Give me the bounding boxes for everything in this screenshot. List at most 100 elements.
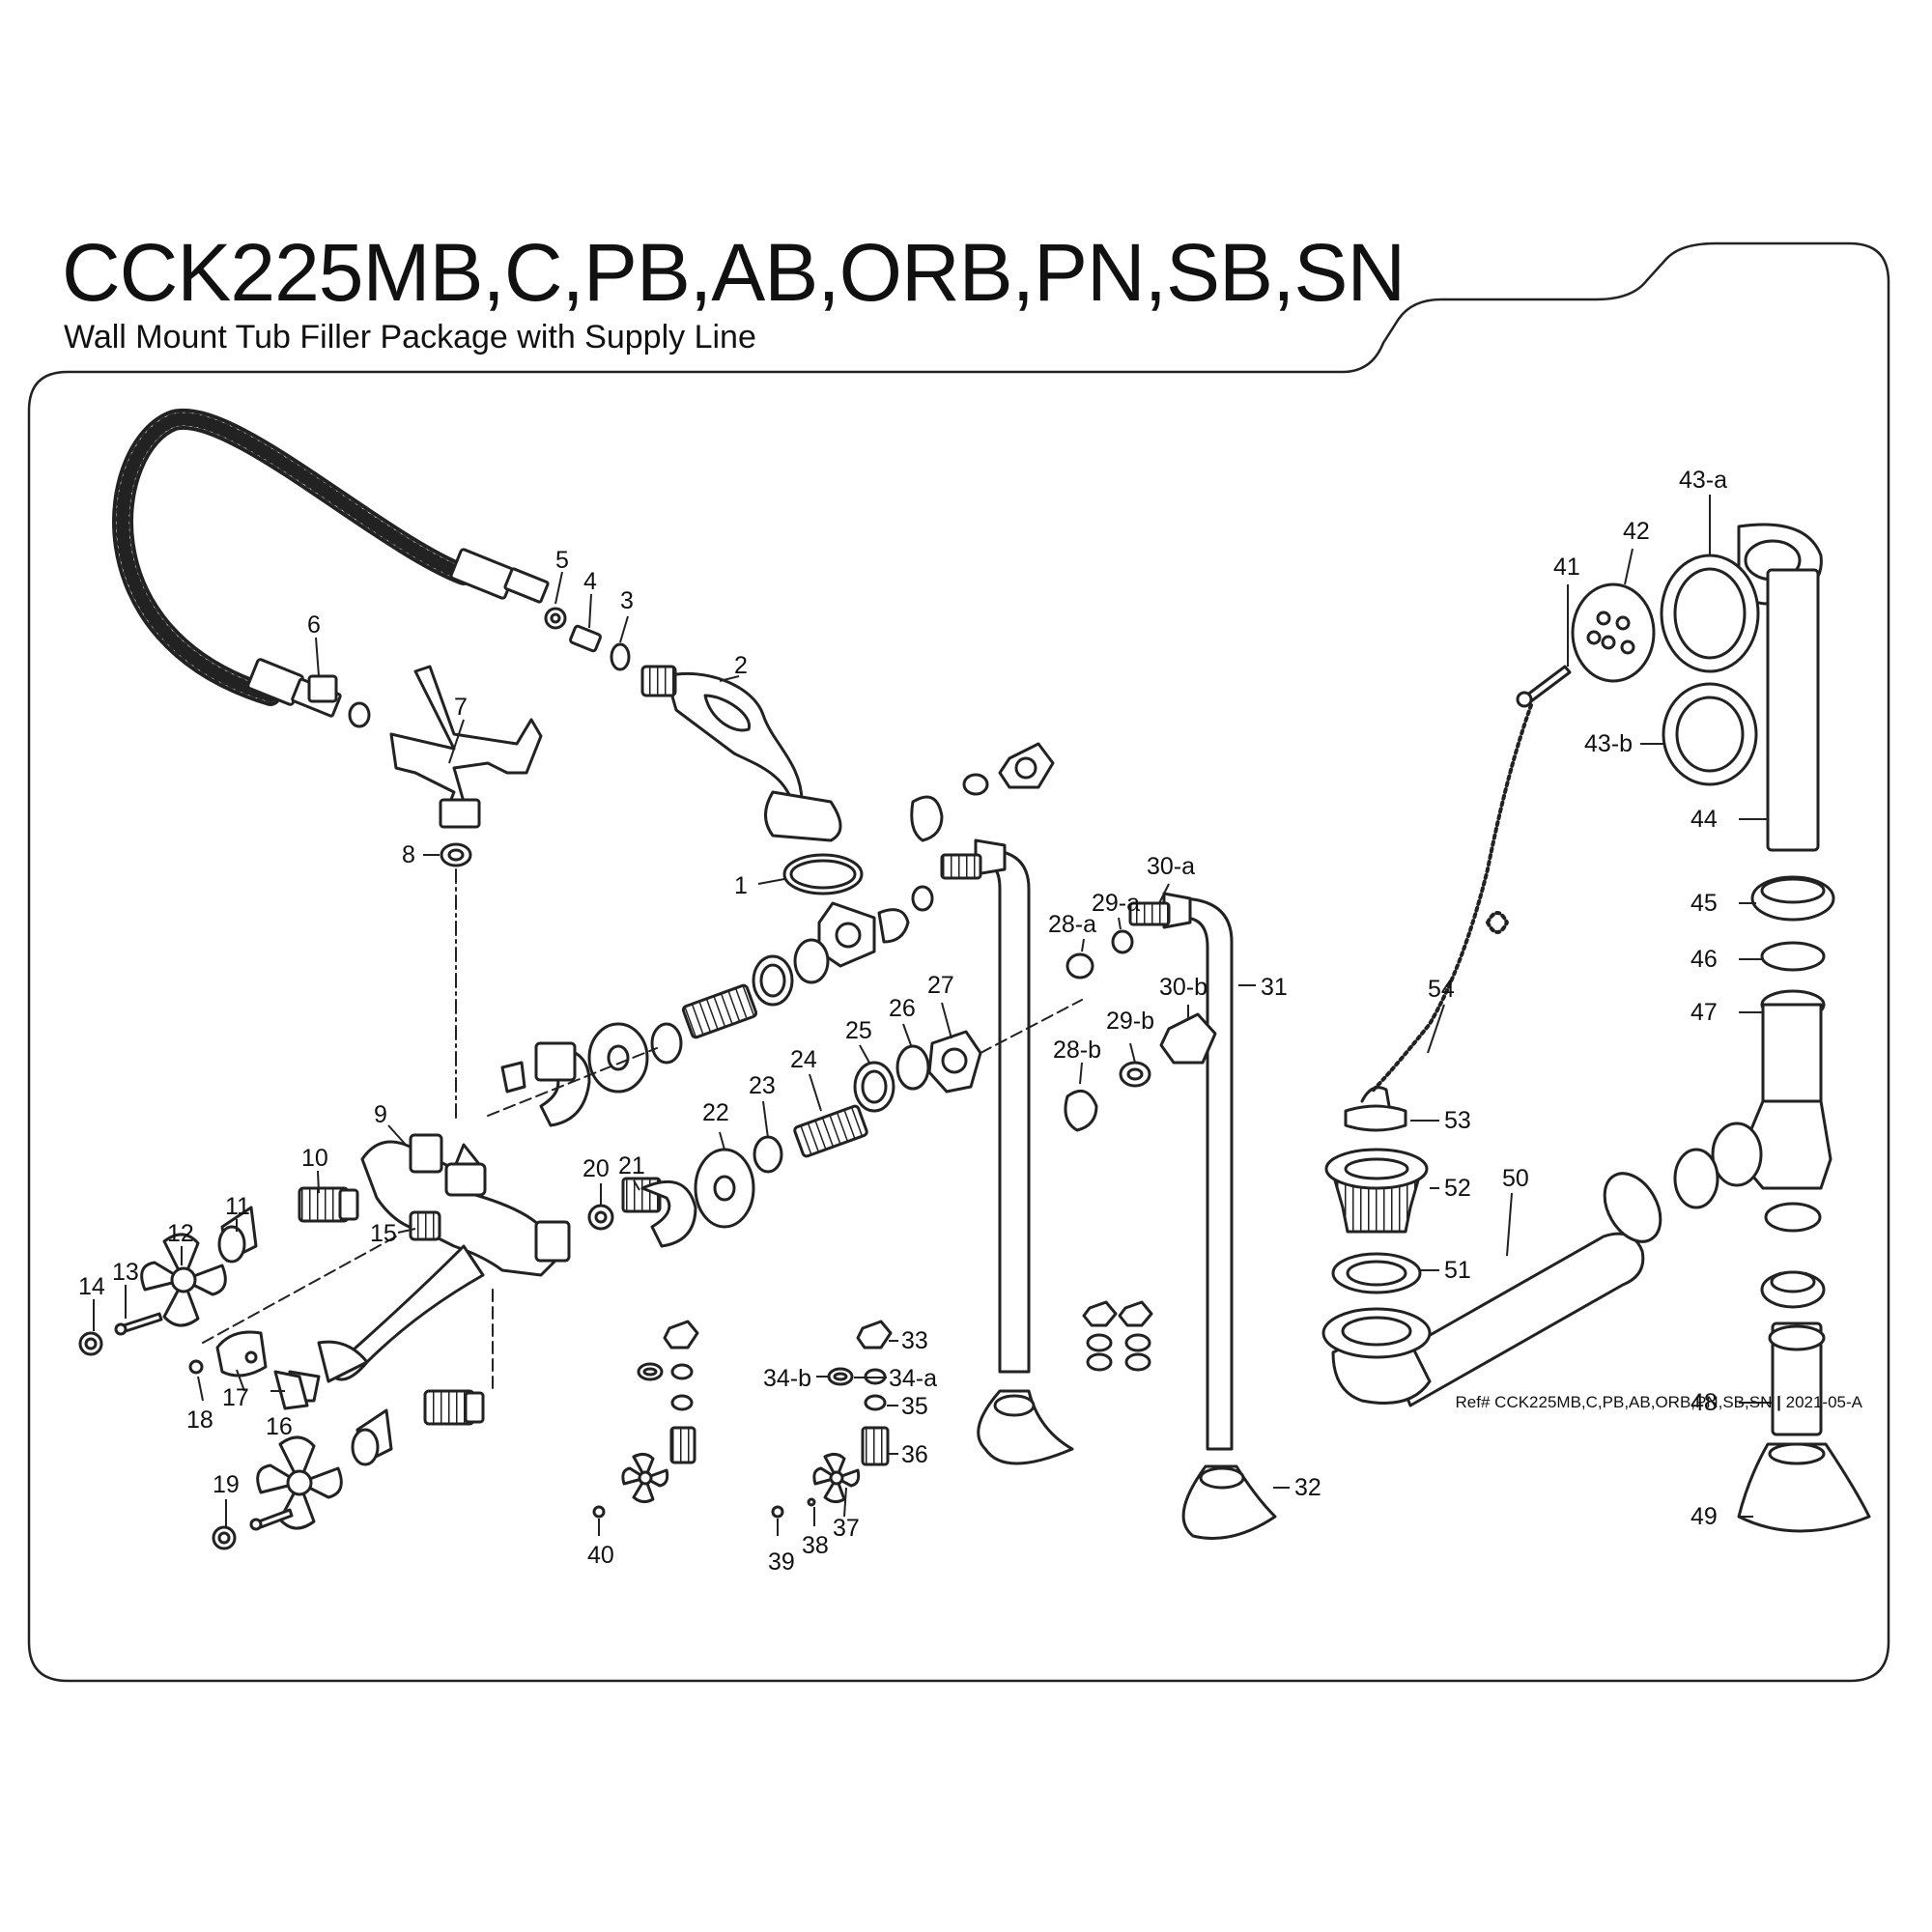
screw-13: [122, 1312, 163, 1333]
callout-4: 4: [583, 568, 597, 595]
callout-21: 21: [618, 1152, 645, 1179]
sleeve-4: [569, 624, 602, 653]
chain-54: [1370, 703, 1533, 1094]
long-thread-upper: [681, 983, 758, 1039]
callout-50: 50: [1502, 1165, 1529, 1192]
callout-22: 22: [702, 1099, 729, 1126]
callout-51: 51: [1444, 1257, 1471, 1284]
callout-19: 19: [213, 1471, 240, 1498]
nut-33: [856, 1320, 893, 1350]
callout-5: 5: [555, 547, 569, 574]
callout-6: 6: [307, 611, 321, 639]
reference-number: Ref# CCK225MB,C,PB,AB,ORB,PN,SB,SN: [1455, 1393, 1773, 1411]
callout-30b: 30-b: [1159, 974, 1208, 1001]
callout-9: 9: [374, 1101, 387, 1128]
plug-28a: [1065, 952, 1094, 980]
cap-28b: [1064, 1089, 1098, 1132]
overflow-grate-42: [1571, 582, 1656, 683]
spout-16-body: [327, 1244, 485, 1381]
callout-23: 23: [749, 1072, 776, 1099]
callout-48: 48: [1690, 1389, 1718, 1416]
callout-26: 26: [889, 995, 916, 1022]
reference-footer: Ref# CCK225MB,C,PB,AB,ORB,PN,SB,SN | 202…: [1456, 1393, 1862, 1412]
reference-separator: |: [1776, 1393, 1781, 1411]
nut-30b: [1159, 1012, 1217, 1065]
callout-37: 37: [833, 1515, 860, 1542]
o-ring-3: [610, 642, 631, 671]
adapter-30a: [1128, 901, 1171, 926]
callout-2: 2: [734, 652, 748, 679]
braided-hose: [112, 408, 474, 706]
callout-46: 46: [1690, 946, 1718, 973]
callout-14: 14: [78, 1273, 105, 1300]
callout-36: 36: [901, 1441, 928, 1468]
ring-23: [753, 1135, 783, 1174]
lever-handle-16: [273, 1370, 309, 1410]
cross-37: [812, 1452, 861, 1504]
callout-11: 11: [225, 1193, 250, 1220]
washer-46: [1760, 941, 1826, 972]
callout-31: 31: [1261, 974, 1288, 1001]
tailpiece-48: [1771, 1321, 1823, 1436]
callout-54: 54: [1428, 976, 1455, 1003]
supply-pipe-left: [983, 848, 1031, 1374]
cap-upper: [877, 908, 910, 944]
screw-39: [771, 1505, 784, 1519]
screw-38: [807, 1497, 816, 1507]
callout-17: 17: [222, 1384, 249, 1411]
callout-29a: 29-a: [1092, 890, 1140, 917]
callout-1: 1: [734, 872, 748, 899]
supply-pipe-right: [1177, 896, 1234, 1451]
hand-shower-2: [665, 671, 804, 804]
callout-41: 41: [1553, 554, 1580, 581]
drain-elbow: [1331, 1341, 1432, 1405]
page-subtitle: Wall Mount Tub Filler Package with Suppl…: [64, 319, 756, 355]
page-frame: [27, 242, 1890, 1683]
callout-38: 38: [802, 1532, 829, 1559]
callout-29b: 29-b: [1106, 1008, 1154, 1035]
callout-25: 25: [845, 1017, 872, 1044]
revision-code: 2021-05-A: [1785, 1393, 1862, 1411]
callout-10: 10: [301, 1145, 328, 1172]
callout-53: 53: [1444, 1107, 1471, 1134]
page-title: CCK225MB,C,PB,AB,ORB,PN,SB,SN: [62, 227, 1406, 318]
callout-7: 7: [454, 694, 468, 721]
callout-15: 15: [370, 1220, 397, 1247]
callout-20: 20: [582, 1155, 610, 1182]
callout-12: 12: [167, 1220, 194, 1247]
callout-45: 45: [1690, 890, 1718, 917]
screw-18: [188, 1359, 204, 1375]
hand-shower-cradle-7: [389, 665, 543, 818]
callout-3: 3: [620, 587, 634, 614]
callout-24: 24: [790, 1046, 817, 1073]
elbow-21: [640, 1179, 697, 1248]
long-thread-24: [793, 1104, 868, 1158]
stem-36: [861, 1426, 890, 1466]
callout-49: 49: [1690, 1503, 1718, 1530]
screw-41: [1524, 665, 1572, 703]
callout-27: 27: [927, 972, 954, 999]
callout-35: 35: [901, 1393, 928, 1420]
callout-39: 39: [768, 1548, 795, 1576]
overflow-pipe-44: [1766, 568, 1820, 852]
callout-33: 33: [901, 1327, 928, 1354]
callout-34a: 34-a: [889, 1365, 937, 1392]
ring-29a: [1111, 929, 1134, 954]
callout-43b: 43-b: [1584, 730, 1633, 757]
cap-top: [910, 795, 944, 842]
valve-stem-15: [409, 1210, 441, 1241]
callout-47: 47: [1690, 999, 1718, 1026]
washer-35: [864, 1394, 887, 1411]
callout-8: 8: [402, 841, 415, 868]
lever-base-17: [215, 1330, 268, 1378]
callout-16: 16: [266, 1413, 293, 1440]
callout-28a: 28-a: [1048, 911, 1096, 938]
callout-30a: 30-a: [1147, 853, 1195, 880]
waste-pipe-50: [1389, 1232, 1645, 1407]
callout-18: 18: [186, 1406, 213, 1434]
callout-44: 44: [1690, 806, 1718, 833]
callout-40: 40: [587, 1542, 614, 1569]
shower-head: [764, 790, 842, 842]
flange-49: [1737, 1442, 1871, 1533]
callout-42: 42: [1623, 518, 1650, 545]
